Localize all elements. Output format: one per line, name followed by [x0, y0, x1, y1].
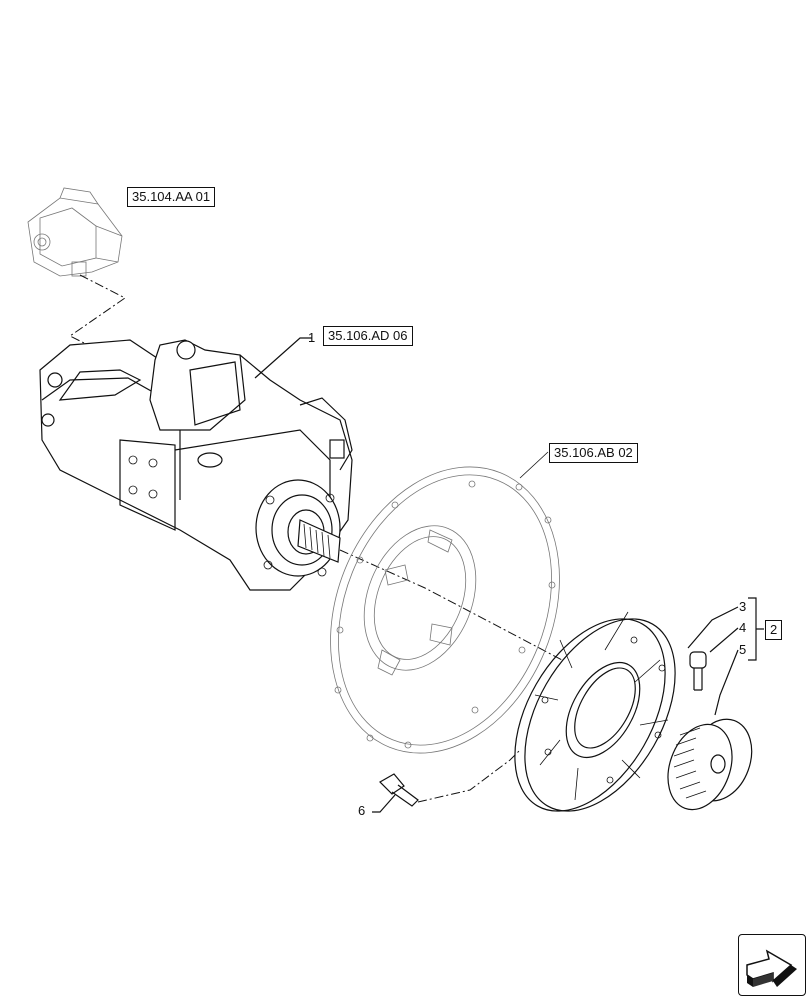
callout-item-4: 4	[739, 620, 747, 635]
flywheel-ghost	[330, 466, 560, 754]
next-page-arrow-icon	[746, 949, 797, 987]
reference-box-pump[interactable]: 35.106.AD 06	[323, 326, 413, 346]
cap-screw	[689, 651, 707, 691]
reference-box-flywheel[interactable]: 35.106.AB 02	[549, 443, 638, 463]
coupling-hub	[667, 718, 753, 811]
hydraulic-component-ghost	[27, 187, 123, 277]
callout-item-5: 5	[739, 642, 747, 657]
callout-item-6: 6	[358, 803, 366, 818]
callout-item-3: 3	[739, 599, 747, 614]
reference-box-top[interactable]: 35.104.AA 01	[127, 187, 216, 207]
reference-box-group[interactable]: 2	[765, 620, 783, 640]
next-page-button[interactable]	[738, 934, 806, 996]
flywheel-bolt	[379, 773, 419, 807]
hydraulic-pump-assembly	[39, 339, 353, 591]
callout-item-1: 1	[308, 330, 316, 345]
coupling-plate	[514, 611, 676, 812]
